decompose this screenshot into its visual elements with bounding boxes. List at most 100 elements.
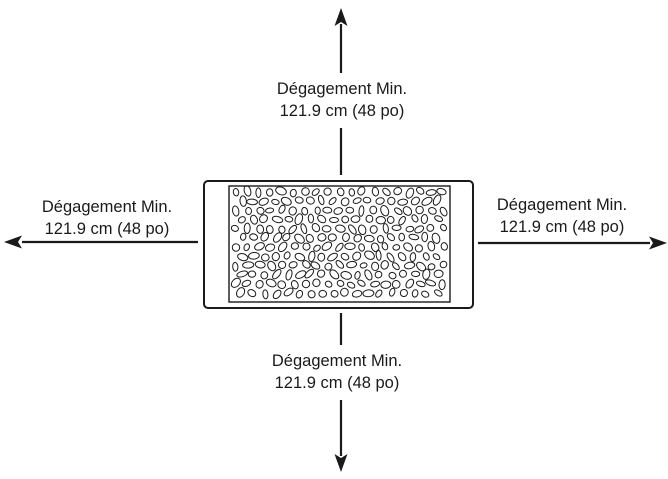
stone [247, 270, 257, 278]
stone [232, 261, 239, 272]
stone-pattern [230, 185, 448, 300]
stone [237, 216, 246, 224]
stone [311, 222, 321, 233]
clearance-label-top: Dégagement Min. 121.9 cm (48 po) [222, 78, 462, 122]
stone [243, 243, 250, 252]
stone [399, 269, 407, 278]
stone [370, 242, 380, 253]
stone [328, 197, 337, 206]
stone [245, 207, 253, 215]
stone [271, 252, 280, 262]
stone [239, 232, 247, 241]
stone [414, 225, 425, 234]
clearance-bottom-title: Dégagement Min. [271, 352, 403, 370]
stone [346, 281, 356, 289]
clearance-right-title: Dégagement Min. [496, 196, 628, 214]
stone [289, 188, 297, 198]
stone [381, 242, 389, 251]
stone [327, 233, 337, 242]
stone [426, 223, 435, 232]
stone [329, 269, 340, 280]
stone [311, 188, 320, 196]
stone [302, 260, 311, 269]
stone [358, 243, 365, 252]
stone [397, 198, 409, 206]
stone [260, 271, 269, 280]
stone [421, 231, 429, 243]
stone [327, 252, 338, 262]
stone [290, 280, 299, 290]
stone [405, 187, 415, 199]
stone [317, 252, 326, 262]
stone [348, 188, 356, 197]
stone [369, 205, 378, 215]
stone [380, 260, 389, 270]
stone [408, 233, 420, 241]
stone [387, 196, 396, 206]
stone [230, 277, 241, 288]
stone [341, 215, 350, 224]
stone [352, 251, 362, 261]
stone [414, 244, 423, 253]
stone [380, 205, 390, 217]
clearance-top-value: 121.9 cm (48 po) [279, 102, 405, 120]
stone [302, 242, 311, 251]
stone [427, 263, 436, 271]
stone [301, 279, 311, 289]
stone [318, 289, 327, 298]
stone [420, 214, 429, 224]
arrow-left-icon [4, 235, 198, 249]
stone [317, 214, 327, 224]
stone [313, 244, 321, 252]
stone [362, 196, 372, 204]
stone [431, 232, 441, 244]
stone [340, 197, 350, 207]
stone [247, 289, 257, 298]
stone [386, 252, 395, 263]
stone [275, 186, 287, 196]
stone [350, 215, 361, 223]
stone [295, 270, 307, 279]
stone [265, 188, 274, 197]
stone [375, 197, 385, 205]
stone [256, 224, 265, 234]
stone [380, 280, 392, 289]
stone [264, 243, 276, 252]
stone [336, 187, 345, 197]
stone [392, 244, 401, 251]
stone [391, 224, 402, 232]
stone [294, 213, 304, 226]
stone [386, 215, 395, 224]
stone [288, 224, 298, 235]
stone [439, 260, 448, 269]
stone [237, 253, 249, 262]
stone [388, 287, 396, 297]
stone [415, 205, 424, 215]
stone [278, 204, 286, 214]
stone [375, 215, 386, 225]
stone [243, 185, 252, 197]
stone [242, 261, 255, 269]
stone [307, 213, 315, 224]
stone [255, 187, 262, 198]
clearance-left-title: Dégagement Min. [41, 198, 173, 216]
stone [259, 214, 268, 224]
stone [288, 261, 298, 269]
stone [304, 268, 315, 279]
stone [433, 289, 443, 297]
stone [323, 187, 332, 196]
stone [321, 225, 332, 233]
stone [409, 252, 417, 263]
stone [230, 224, 239, 232]
stone [329, 217, 339, 223]
stone [422, 252, 430, 261]
stone [371, 186, 380, 197]
stone [267, 260, 277, 272]
stone [294, 252, 306, 262]
stone [432, 194, 442, 206]
stone [359, 262, 368, 269]
stone [314, 206, 321, 215]
stone [342, 232, 350, 242]
stone [364, 269, 373, 281]
